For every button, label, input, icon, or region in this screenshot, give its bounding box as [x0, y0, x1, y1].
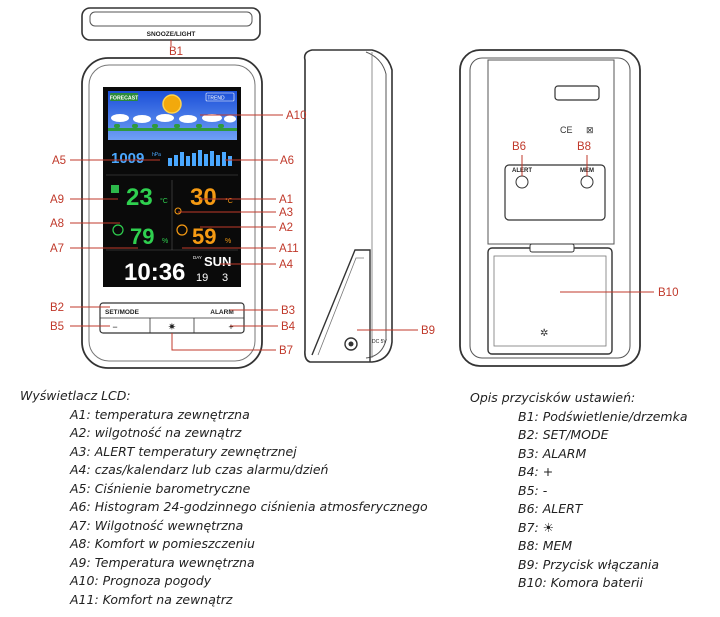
- callout-b10: B10: [658, 287, 678, 299]
- callout-b2: B2: [50, 302, 64, 314]
- clock-display: 10:36: [124, 259, 185, 286]
- snooze-light-button[interactable]: SNOOZE/LIGHT: [147, 31, 196, 38]
- top-view: SNOOZE/LIGHT: [81, 7, 261, 41]
- outdoor-hum-unit: %: [225, 238, 231, 245]
- back-view: CE ⊠ ALERT MEM ✲: [459, 49, 641, 367]
- dc-label: DC 5V: [372, 339, 387, 345]
- callout-b7: B7: [279, 345, 293, 357]
- legend-item-b7: B7: ☀: [518, 519, 554, 535]
- outdoor-temp-unit: °C: [225, 197, 233, 205]
- cloud-icons: [111, 114, 236, 123]
- callout-b9: B9: [421, 325, 435, 337]
- legend-item-b10: B10: Komora baterii: [518, 575, 643, 590]
- set-mode-button[interactable]: SET/MODE: [105, 309, 140, 316]
- button-panel: [504, 164, 606, 221]
- ce-mark: CE: [560, 125, 573, 135]
- callout-a11: A11: [279, 243, 299, 255]
- day-label: DAY: [193, 255, 202, 260]
- callout-a9: A9: [50, 194, 64, 206]
- legend-item-a7: A7: Wilgotność wewnętrzna: [70, 517, 244, 533]
- legend-item-a9: A9: Temperatura wewnętrzna: [70, 554, 255, 570]
- plus-button[interactable]: +: [228, 322, 233, 332]
- pressure-value: 1009: [111, 150, 144, 167]
- indoor-temperature: 23: [126, 184, 153, 211]
- callout-a1: A1: [279, 194, 293, 206]
- callout-a7: A7: [50, 243, 64, 255]
- legend-item-b2: B2: SET/MODE: [518, 427, 609, 442]
- buttons-legend: Opis przycisków ustawień: B1: Podświetle…: [470, 389, 688, 593]
- buttons-legend-title: Opis przycisków ustawień:: [470, 390, 636, 405]
- side-view: DC 5V: [303, 49, 393, 363]
- front-view: FORECAST TREND 1009 hPa 23: [81, 57, 263, 369]
- light-button-icon[interactable]: ✷: [168, 322, 176, 333]
- date-left: 19: [196, 272, 208, 284]
- lcd-legend-title: Wyświetlacz LCD:: [20, 388, 131, 403]
- indoor-temp-unit: °C: [160, 197, 168, 205]
- indoor-hum-unit: %: [162, 238, 168, 245]
- outdoor-comfort-icon: [176, 224, 188, 236]
- grass-strip: [108, 124, 237, 131]
- pressure-histogram: [168, 150, 232, 166]
- legend-item-b6: B6: ALERT: [518, 501, 583, 516]
- recycle-mark: ⊠: [586, 125, 594, 135]
- callout-labels: A10 A5 A6 A9 A1 A3 A8 A2 A7 A11 A4 B2 B3…: [50, 110, 678, 357]
- forecast-label: FORECAST: [110, 96, 139, 102]
- legend-item-a3: A3: ALERT temperatury zewnętrznej: [70, 443, 297, 459]
- outdoor-alert-icon: [174, 207, 182, 215]
- outdoor-temperature: 30: [190, 184, 217, 211]
- pressure-unit: hPa: [152, 152, 161, 158]
- weekday-display: SUN: [204, 254, 231, 269]
- legend-item-b1: B1: Podświetlenie/drzemka: [518, 408, 688, 424]
- legend-item-a2: A2: wilgotność na zewnątrz: [70, 425, 242, 440]
- legend-item-b4: B4: +: [518, 464, 554, 479]
- callout-a6: A6: [280, 155, 294, 167]
- callout-b4: B4: [281, 321, 296, 333]
- legend-item-a11: A11: Komfort na zewnątrz: [70, 591, 233, 607]
- lcd-legend: Wyświetlacz LCD: A1: temperatura zewnętr…: [20, 387, 428, 609]
- callout-a10: A10: [286, 110, 306, 122]
- legend-item-a1: A1: temperatura zewnętrzna: [70, 406, 250, 422]
- indoor-humidity: 79: [130, 224, 154, 249]
- legend-item-a5: A5: Ciśnienie barometryczne: [70, 480, 251, 496]
- legend-item-b8: B8: MEM: [518, 538, 573, 553]
- callout-a3: A3: [279, 207, 293, 219]
- callout-a2: A2: [279, 222, 293, 234]
- battery-door[interactable]: [487, 247, 613, 355]
- indoor-house-icon: [111, 185, 119, 193]
- legend-item-a8: A8: Komfort w pomieszczeniu: [70, 536, 255, 551]
- callout-a4: A4: [279, 259, 294, 271]
- battery-icon: ✲: [540, 328, 548, 339]
- callout-b5: B5: [50, 321, 64, 333]
- legend-item-a10: A10: Prognoza pogody: [70, 573, 212, 588]
- minus-button[interactable]: −: [112, 322, 117, 332]
- legend-item-b9: B9: Przycisk włączania: [518, 556, 660, 572]
- sun-icon: [162, 94, 182, 114]
- alarm-button[interactable]: ALARM: [210, 309, 233, 316]
- trend-label: TREND: [207, 96, 225, 102]
- date-right: 3: [222, 272, 228, 284]
- device-diagram: SNOOZE/LIGHT B1 FORECAST TREND 1009 hPa: [50, 7, 678, 369]
- callout-b6: B6: [512, 141, 526, 153]
- callout-b8: B8: [577, 141, 591, 153]
- callout-a8: A8: [50, 218, 64, 230]
- outdoor-humidity: 59: [192, 224, 216, 249]
- legend-item-a6: A6: Histogram 24-godzinnego ciśnienia at…: [70, 499, 428, 514]
- callout-lines: [70, 114, 654, 351]
- callout-b3: B3: [281, 305, 295, 317]
- indoor-comfort-icon: [112, 224, 124, 236]
- callout-b1: B1: [169, 46, 183, 58]
- legend-item-b3: B3: ALARM: [518, 445, 587, 461]
- callout-a5: A5: [52, 155, 66, 167]
- legend-item-a4: A4: czas/kalendarz lub czas alarmu/dzień: [70, 462, 329, 477]
- legend-item-b5: B5: -: [518, 482, 548, 498]
